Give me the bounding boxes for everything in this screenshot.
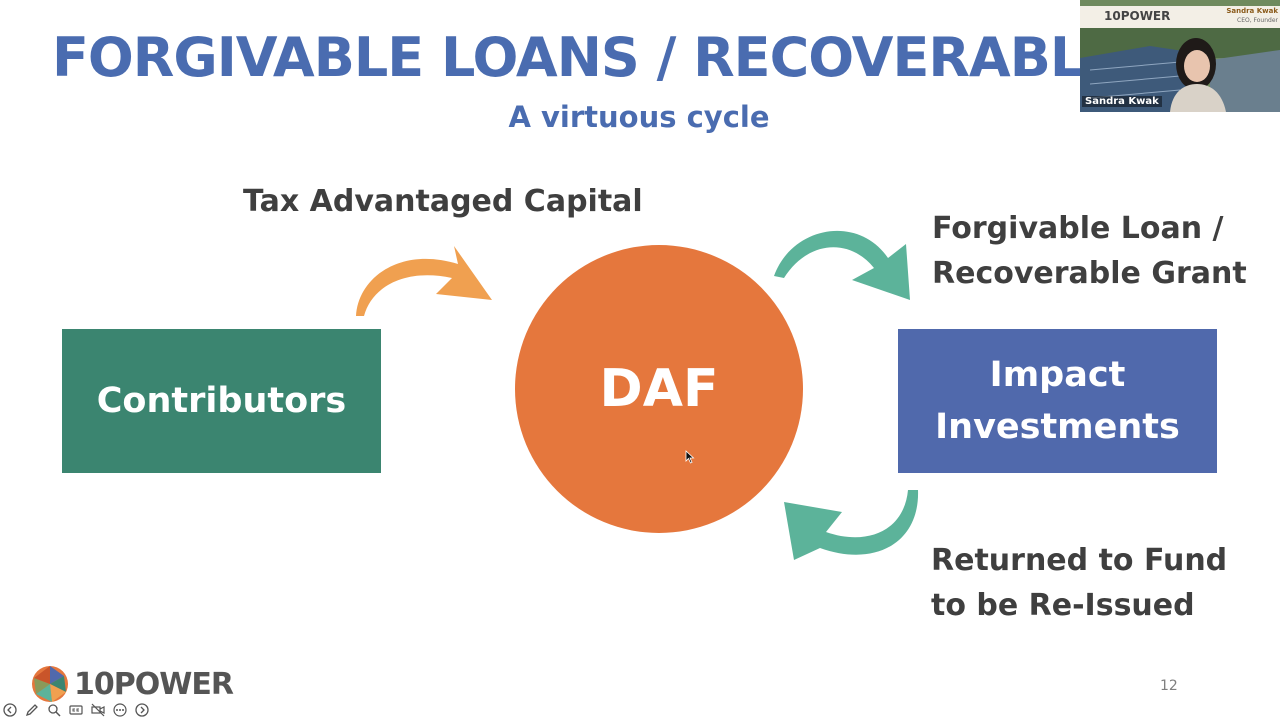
tax-advantaged-label: Tax Advantaged Capital xyxy=(243,184,643,219)
forward-arrow-icon[interactable] xyxy=(134,702,150,718)
more-icon[interactable] xyxy=(112,702,128,718)
contributors-label: Contributors xyxy=(96,381,347,421)
video-off-icon[interactable] xyxy=(90,702,106,718)
slide-subtitle: A virtuous cycle xyxy=(508,100,770,134)
impact-label-line2: Investments xyxy=(935,407,1180,447)
video-name-banner: 10POWER Sandra Kwak CEO, Founder xyxy=(1080,6,1280,28)
captions-icon[interactable] xyxy=(68,702,84,718)
page-number: 12 xyxy=(1160,678,1178,694)
daf-label: DAF xyxy=(599,359,719,419)
company-logo: 10POWER xyxy=(30,664,234,704)
slide-title: FORGIVABLE LOANS / RECOVERABLE GRANTS xyxy=(52,26,1280,89)
video-banner-logo: 10POWER xyxy=(1104,9,1171,23)
logo-globe-icon xyxy=(32,666,68,702)
returned-to-fund-label: Returned to Fund to be Re-Issued xyxy=(931,538,1227,628)
impact-label-line1: Impact xyxy=(989,355,1126,395)
contributors-box: Contributors xyxy=(62,329,381,473)
forgivable-loan-label-line2: Recoverable Grant xyxy=(932,256,1247,291)
mouse-cursor-icon xyxy=(685,450,695,464)
orange-curved-arrow-icon xyxy=(356,246,492,316)
teal-curved-arrow-bottom-icon xyxy=(784,490,919,560)
teal-curved-arrow-top-icon xyxy=(774,230,910,300)
video-banner-name: Sandra Kwak xyxy=(1226,7,1278,15)
impact-investments-box: Impact Investments xyxy=(898,329,1217,473)
logo-wordmark: 10POWER xyxy=(74,666,234,702)
presenter-toolbar xyxy=(2,701,150,719)
participant-name-label: Sandra Kwak xyxy=(1082,96,1162,107)
daf-circle: DAF xyxy=(515,245,803,533)
zoom-icon[interactable] xyxy=(46,702,62,718)
returned-label-line1: Returned to Fund xyxy=(931,543,1228,578)
video-banner-role: CEO, Founder xyxy=(1237,17,1278,24)
forgivable-loan-label-line1: Forgivable Loan / xyxy=(932,211,1224,246)
back-arrow-icon[interactable] xyxy=(2,702,18,718)
pen-icon[interactable] xyxy=(24,702,40,718)
presenter-video-thumbnail[interactable]: 10POWER Sandra Kwak CEO, Founder Sandra … xyxy=(1080,0,1280,112)
forgivable-loan-label: Forgivable Loan / Recoverable Grant xyxy=(932,206,1247,296)
returned-label-line2: to be Re-Issued xyxy=(931,588,1195,623)
